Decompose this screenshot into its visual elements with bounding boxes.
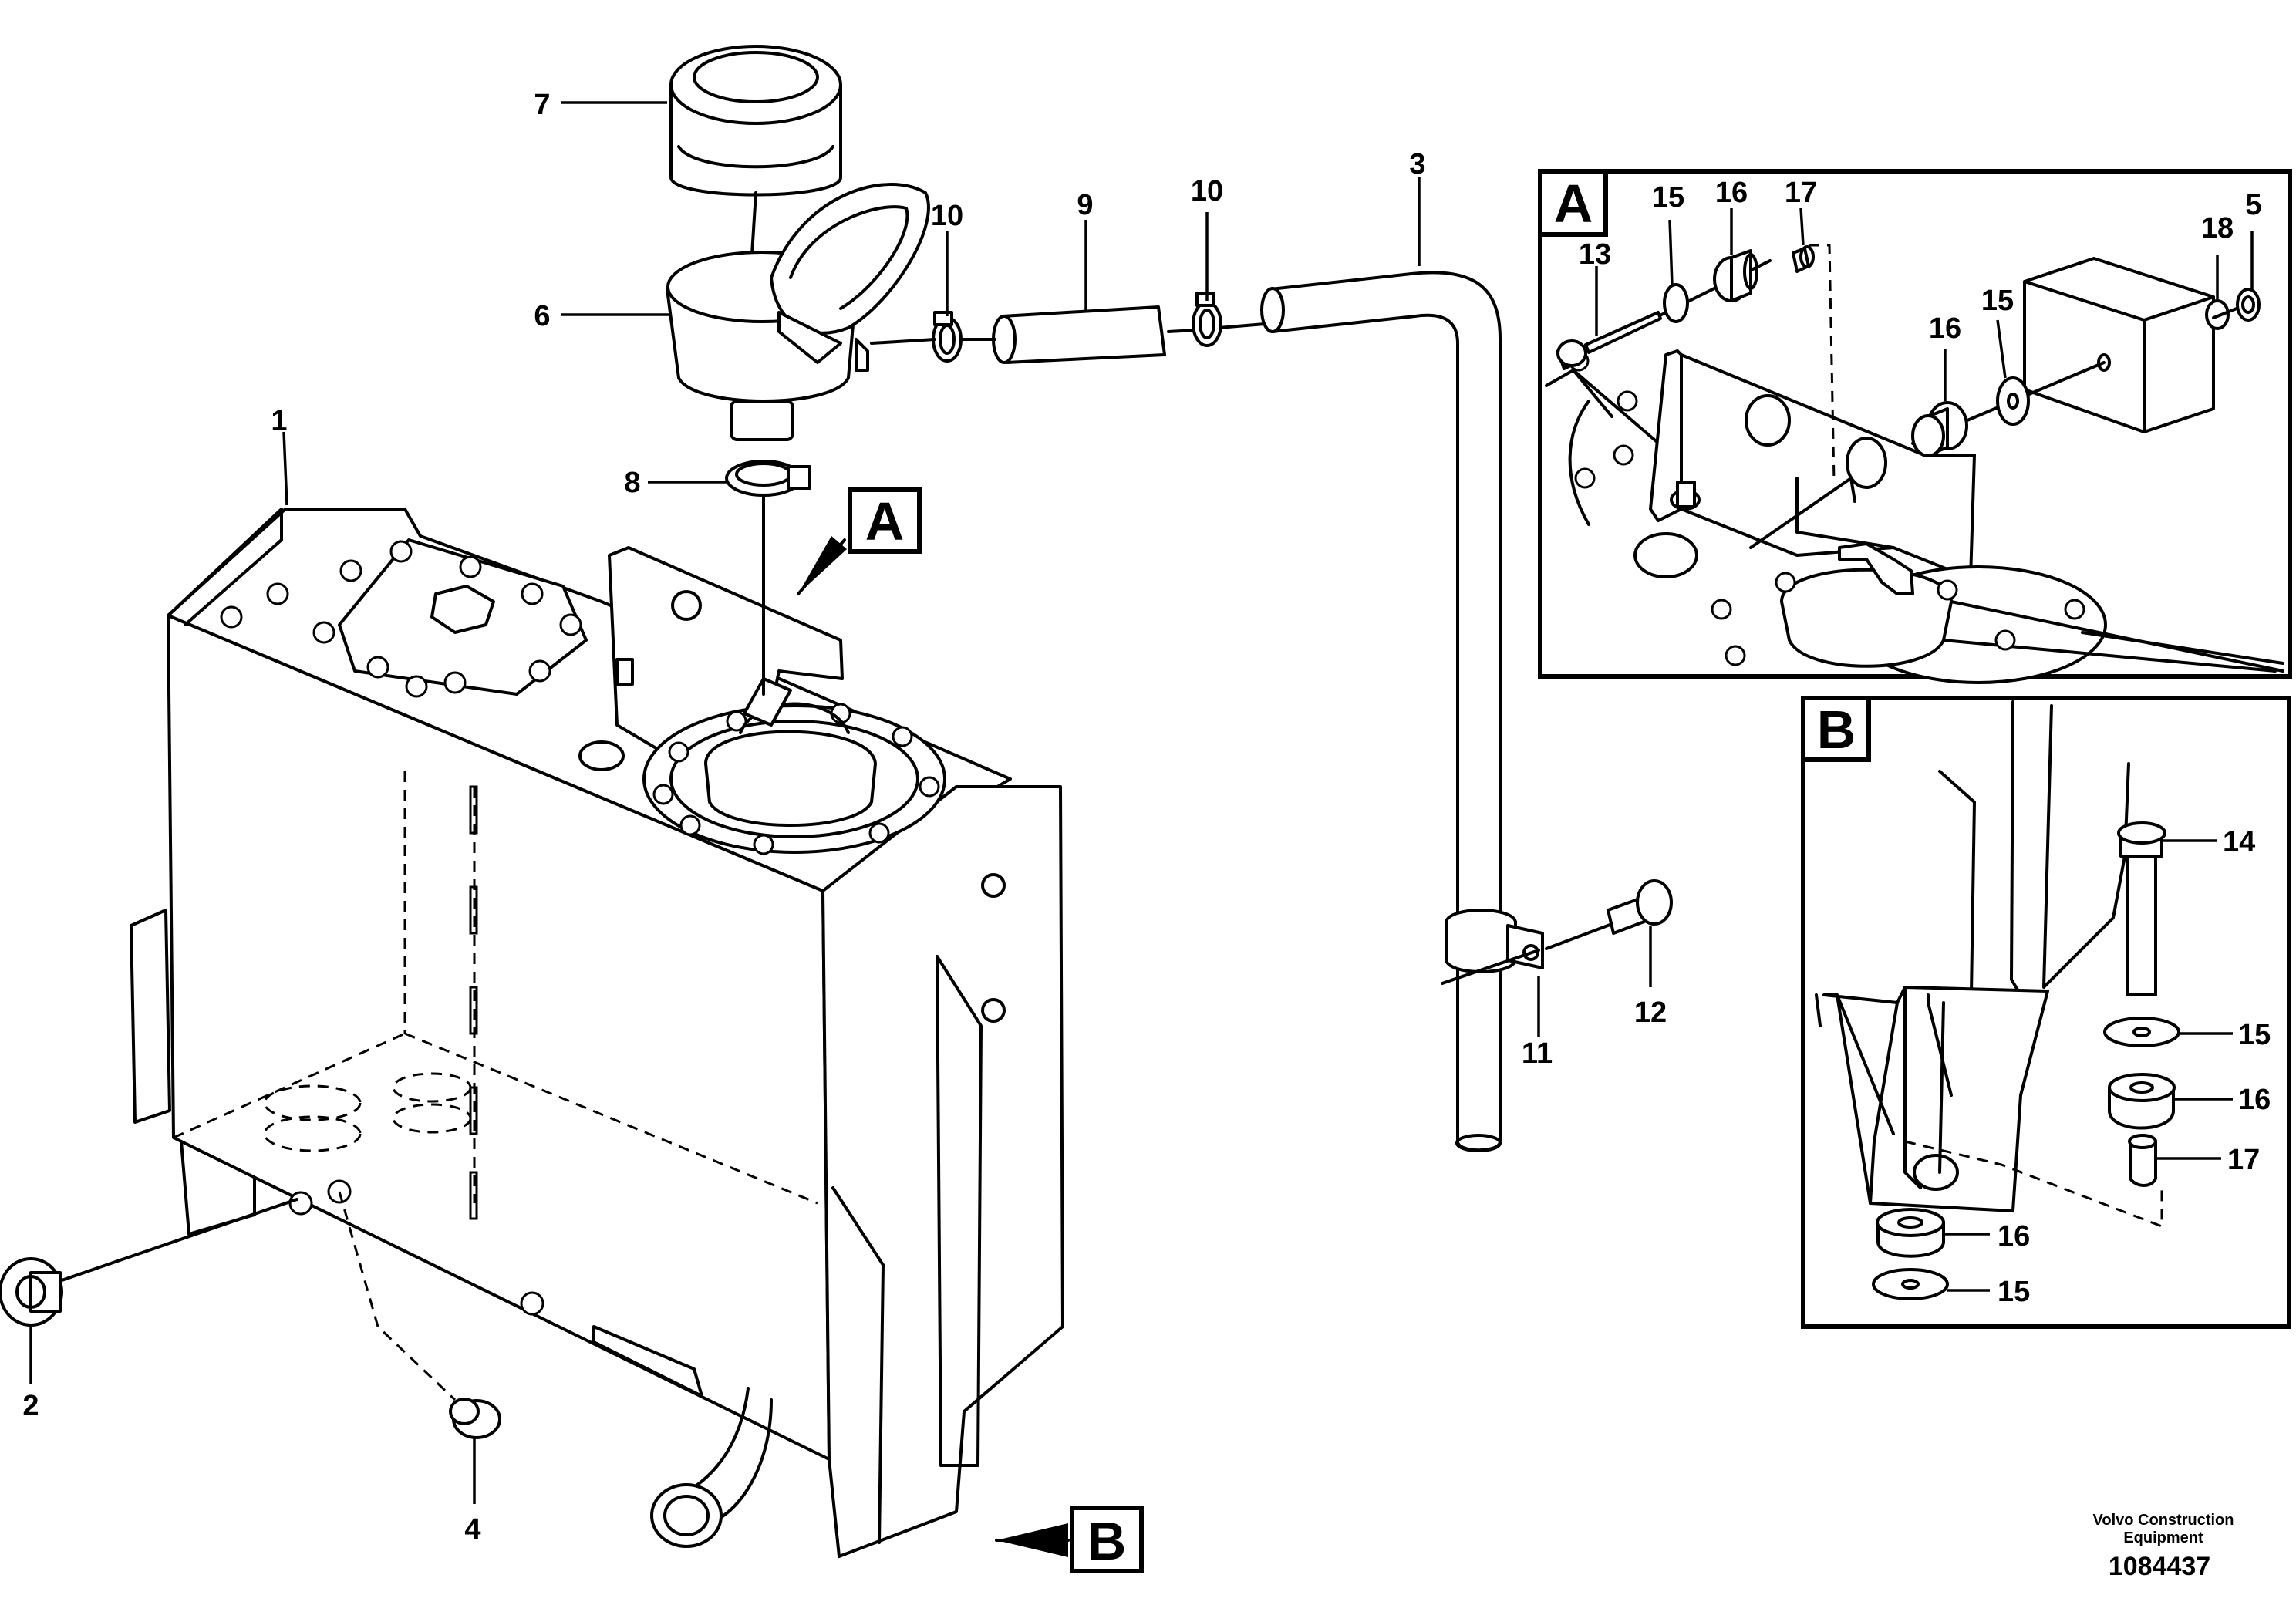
callout-a-16: 16 [1715,177,1748,209]
callout-b-16: 16 [2238,1084,2271,1116]
callout-a-18: 18 [2201,212,2234,244]
callout-12: 12 [1634,996,1667,1029]
bolt-12 [1545,879,1673,950]
callout-a-15b: 15 [1981,285,2014,317]
breather-cap [669,45,842,256]
breather-pipe-3 [1260,271,1502,1152]
callout-4: 4 [464,1513,480,1546]
callout-8: 8 [624,467,640,499]
hydraulic-tank [130,508,1064,1558]
hose-clamp-10b [1192,292,1222,347]
callout-b-17: 17 [2227,1144,2260,1176]
hose-clamp-8 [725,460,811,696]
view-tag-b-inset-label: B [1817,700,1856,760]
view-tag-b-main-label: B [1087,1511,1127,1571]
callout-a-17: 17 [1785,177,1817,209]
brand-line-2: Equipment [2123,1529,2203,1546]
cover-bolts [220,540,582,698]
callout-3: 3 [1409,148,1425,180]
brand-line-1: Volvo Construction [2093,1512,2234,1529]
pipe-clamp-11 [1441,909,1544,985]
view-tag-a-main [797,487,922,595]
callout-a-15: 15 [1652,181,1684,214]
plug-2 [0,1198,298,1327]
callout-labels: 7 6 8 1 9 10 10 3 11 12 2 4 13 15 16 17 … [22,89,2271,1546]
callout-b-15b: 15 [1998,1276,2030,1308]
callout-b-14: 14 [2223,826,2255,858]
hose-9 [870,305,1266,364]
callout-b-16b: 16 [1998,1220,2030,1253]
hose-clamp-10a [932,311,963,363]
detail-view-a [1538,169,2292,684]
callout-2: 2 [22,1390,39,1422]
plug-4 [338,1191,501,1439]
detail-view-b [1801,696,2291,1329]
callout-7: 7 [534,89,550,121]
callout-10b: 10 [1191,175,1223,207]
callout-a-16b: 16 [1929,312,1961,345]
callout-1: 1 [271,405,287,437]
callout-a-5: 5 [2245,189,2261,221]
view-tag-a-inset-label: A [1554,174,1593,234]
callout-11: 11 [1522,1037,1553,1070]
callout-b-15: 15 [2238,1019,2271,1051]
view-tag-b-main [995,1506,1144,1573]
callout-a-13: 13 [1579,238,1611,271]
callout-10a: 10 [931,200,963,232]
view-tag-a-main-label: A [865,491,905,551]
callout-6: 6 [534,300,550,332]
callout-9: 9 [1077,189,1093,221]
document-number: 1084437 [2109,1552,2210,1581]
leader-lines [29,101,1652,1504]
filler-lid [770,183,930,364]
